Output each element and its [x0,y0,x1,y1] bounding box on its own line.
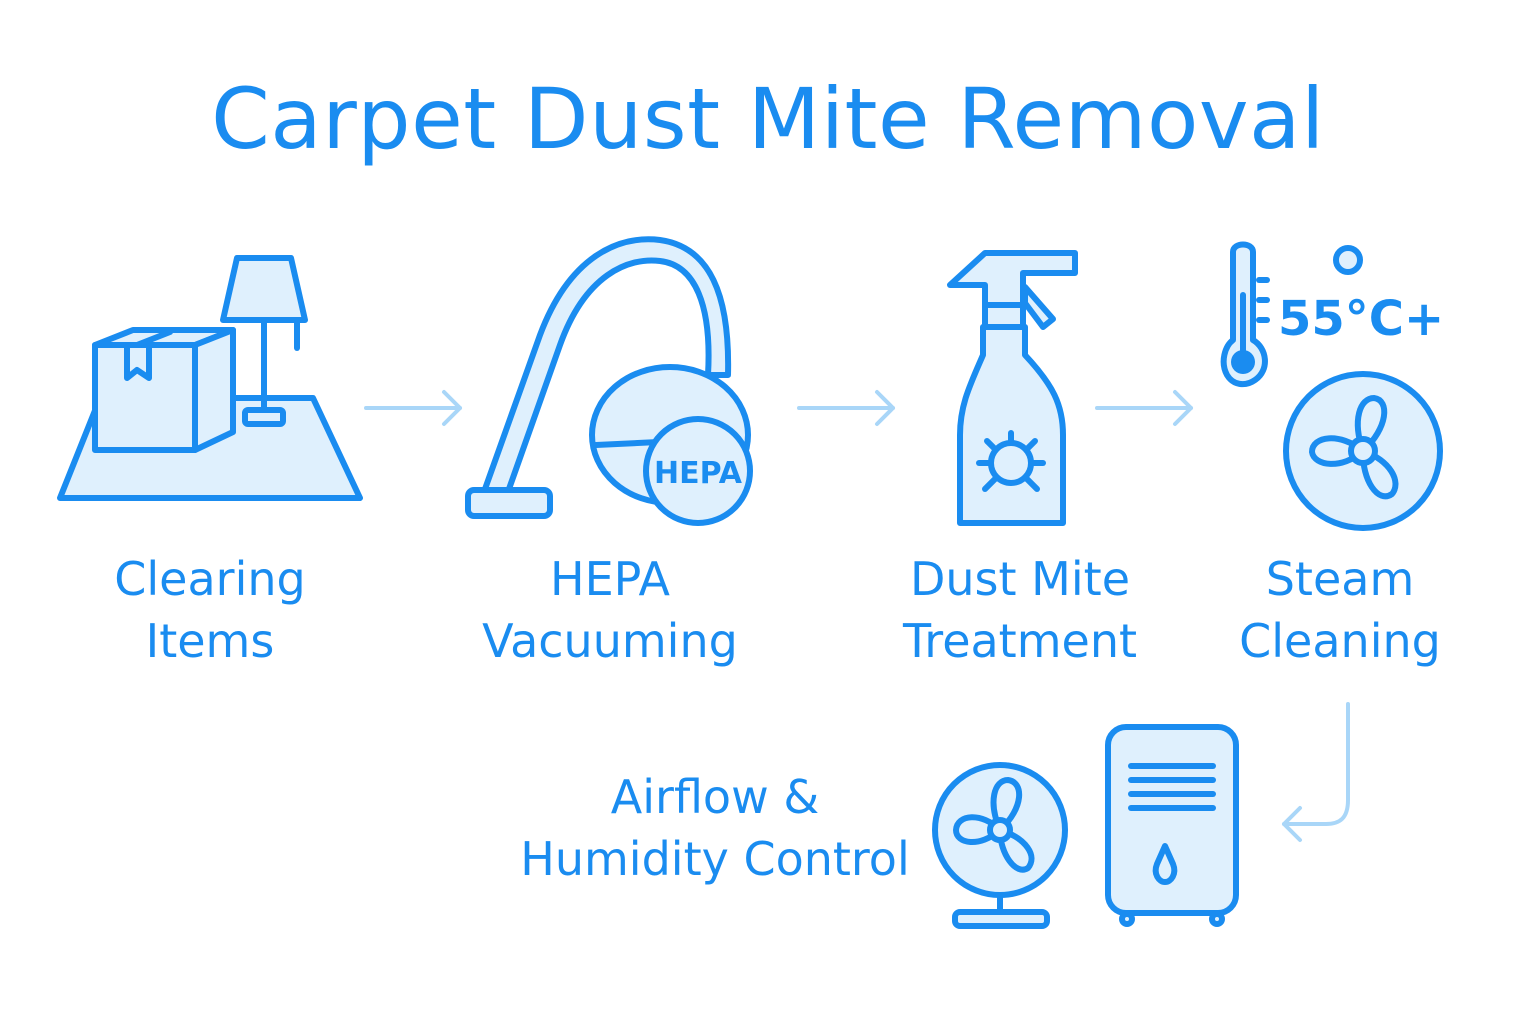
temperature-readout: 55°C+ [1278,291,1444,347]
hepa-badge-text: HEPA [654,456,743,491]
arrow-down-left-icon [1282,702,1350,842]
step-label-clearing-items: Clearing Items [114,552,306,668]
fan-icon [1283,371,1443,531]
dehumidifier-icon [1105,724,1239,927]
temperature-text: 55°C+ [1278,291,1444,347]
box-lamp-rug-icon [57,255,363,501]
arrow-right-icon [797,390,895,426]
step-label-dust-mite-treatment: Dust Mite Treatment [902,552,1138,668]
arrow-right-icon [1095,390,1193,426]
step-label-airflow-humidity: Airflow & Humidity Control [520,770,910,886]
vacuum-cleaner-icon: HEPA [465,236,753,526]
standing-fan-icon [932,762,1068,929]
step-label-hepa-vacuuming: HEPA Vacuuming [482,552,738,668]
spray-bottle-icon [947,250,1078,526]
thermometer-icon [1220,241,1270,388]
arrow-right-icon [364,390,462,426]
steam-bubble-icon [1333,245,1363,275]
step-label-steam-cleaning: Steam Cleaning [1239,552,1441,668]
diagram-title: Carpet Dust Mite Removal [211,70,1325,168]
